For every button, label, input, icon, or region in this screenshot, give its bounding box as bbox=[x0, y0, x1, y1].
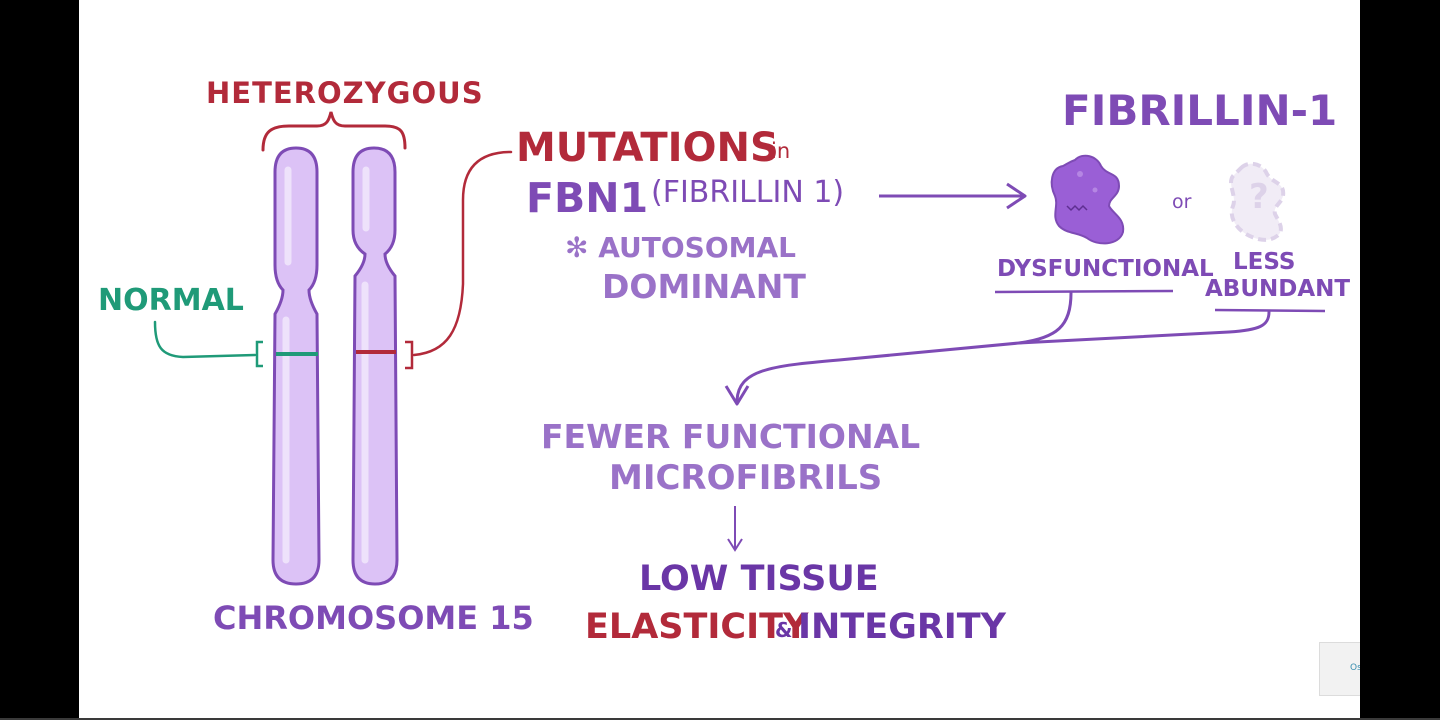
dysfunctional-underline bbox=[994, 289, 1174, 294]
chromosome-label: CHROMOSOME 15 bbox=[213, 599, 534, 637]
fewer-functional-label: FEWER FUNCTIONAL bbox=[541, 417, 921, 456]
fibrillin-title: FIBRILLIN-1 bbox=[1062, 86, 1338, 135]
low-tissue-label: LOW TISSUE bbox=[639, 559, 879, 599]
in-label: in bbox=[771, 139, 791, 163]
less-label: LESS bbox=[1233, 249, 1296, 275]
mutation-bracket bbox=[405, 340, 414, 370]
merge-arrowhead bbox=[724, 385, 750, 406]
misfolded-protein-icon bbox=[1050, 154, 1125, 245]
heterozygous-brace bbox=[261, 111, 407, 152]
autosomal-label: ✻ AUTOSOMAL bbox=[565, 231, 796, 264]
ampersand: & bbox=[775, 618, 793, 642]
question-mark: ? bbox=[1249, 177, 1269, 217]
or-label: or bbox=[1172, 191, 1192, 213]
fbn1-full-name: (FIBRILLIN 1) bbox=[651, 175, 845, 210]
video-bottom-strip bbox=[0, 718, 1440, 720]
integrity-label: INTEGRITY bbox=[798, 607, 1007, 647]
dysfunctional-label: DYSFUNCTIONAL bbox=[997, 256, 1214, 282]
chromosome-left-highlight bbox=[282, 166, 292, 564]
normal-bracket bbox=[255, 340, 263, 368]
merge-arrow-branch bbox=[1017, 310, 1271, 345]
osmosis-watermark: Osmosis bbox=[1319, 642, 1360, 696]
down-arrowhead bbox=[727, 538, 743, 552]
fbn1-label: FBN1 bbox=[526, 174, 649, 222]
gene-to-protein-arrowhead bbox=[1006, 182, 1027, 210]
diagram-slide: HETEROZYGOUS NORMAL CHROMOSOME 15 MUTATI… bbox=[79, 0, 1360, 718]
diagram-artwork bbox=[153, 111, 1326, 586]
watermark-text: Osmosis bbox=[1350, 663, 1360, 673]
abundant-underline bbox=[1214, 308, 1326, 313]
question-protein-icon bbox=[1229, 161, 1286, 242]
microfibrils-label: MICROFIBRILS bbox=[609, 458, 883, 498]
normal-connector bbox=[153, 320, 257, 359]
mutation-connector bbox=[412, 150, 513, 357]
abundant-label: ABUNDANT bbox=[1205, 276, 1351, 302]
chromosome-right-highlight bbox=[361, 166, 370, 564]
elasticity-label: ELASTICITY bbox=[585, 607, 809, 647]
merge-arrow bbox=[735, 291, 1073, 402]
normal-label: NORMAL bbox=[98, 283, 244, 318]
heterozygous-label: HETEROZYGOUS bbox=[206, 76, 484, 110]
chromosome-right bbox=[351, 146, 399, 586]
dominant-label: DOMINANT bbox=[602, 267, 806, 306]
chromosome-left bbox=[271, 146, 321, 586]
mutations-label: MUTATIONS bbox=[516, 125, 779, 171]
